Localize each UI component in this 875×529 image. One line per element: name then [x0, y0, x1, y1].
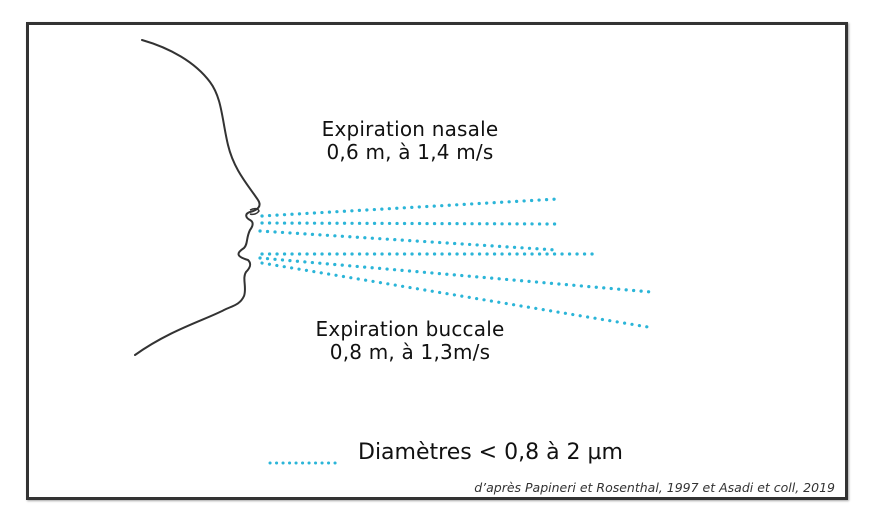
nasal-expiration-label: Expiration nasale 0,6 m, à 1,4 m/s: [270, 118, 550, 164]
buccal-droplet-lines: [258, 252, 653, 329]
buccal-detail: 0,8 m, à 1,3m/s: [329, 340, 491, 364]
nasal-droplet-lines: [258, 197, 560, 252]
legend-text: Diamètres < 0,8 à 2 µm: [358, 440, 623, 465]
buccal-expiration-label: Expiration buccale 0,8 m, à 1,3m/s: [270, 318, 550, 364]
nostril-icon: [249, 207, 260, 216]
source-citation: d’après Papineri et Rosenthal, 1997 et A…: [474, 480, 835, 495]
face-profile-icon: [134, 39, 261, 356]
nasal-title: Expiration nasale: [321, 117, 499, 141]
figure-frame: [26, 22, 848, 500]
nasal-detail: 0,6 m, à 1,4 m/s: [326, 140, 494, 164]
buccal-title: Expiration buccale: [315, 317, 505, 341]
